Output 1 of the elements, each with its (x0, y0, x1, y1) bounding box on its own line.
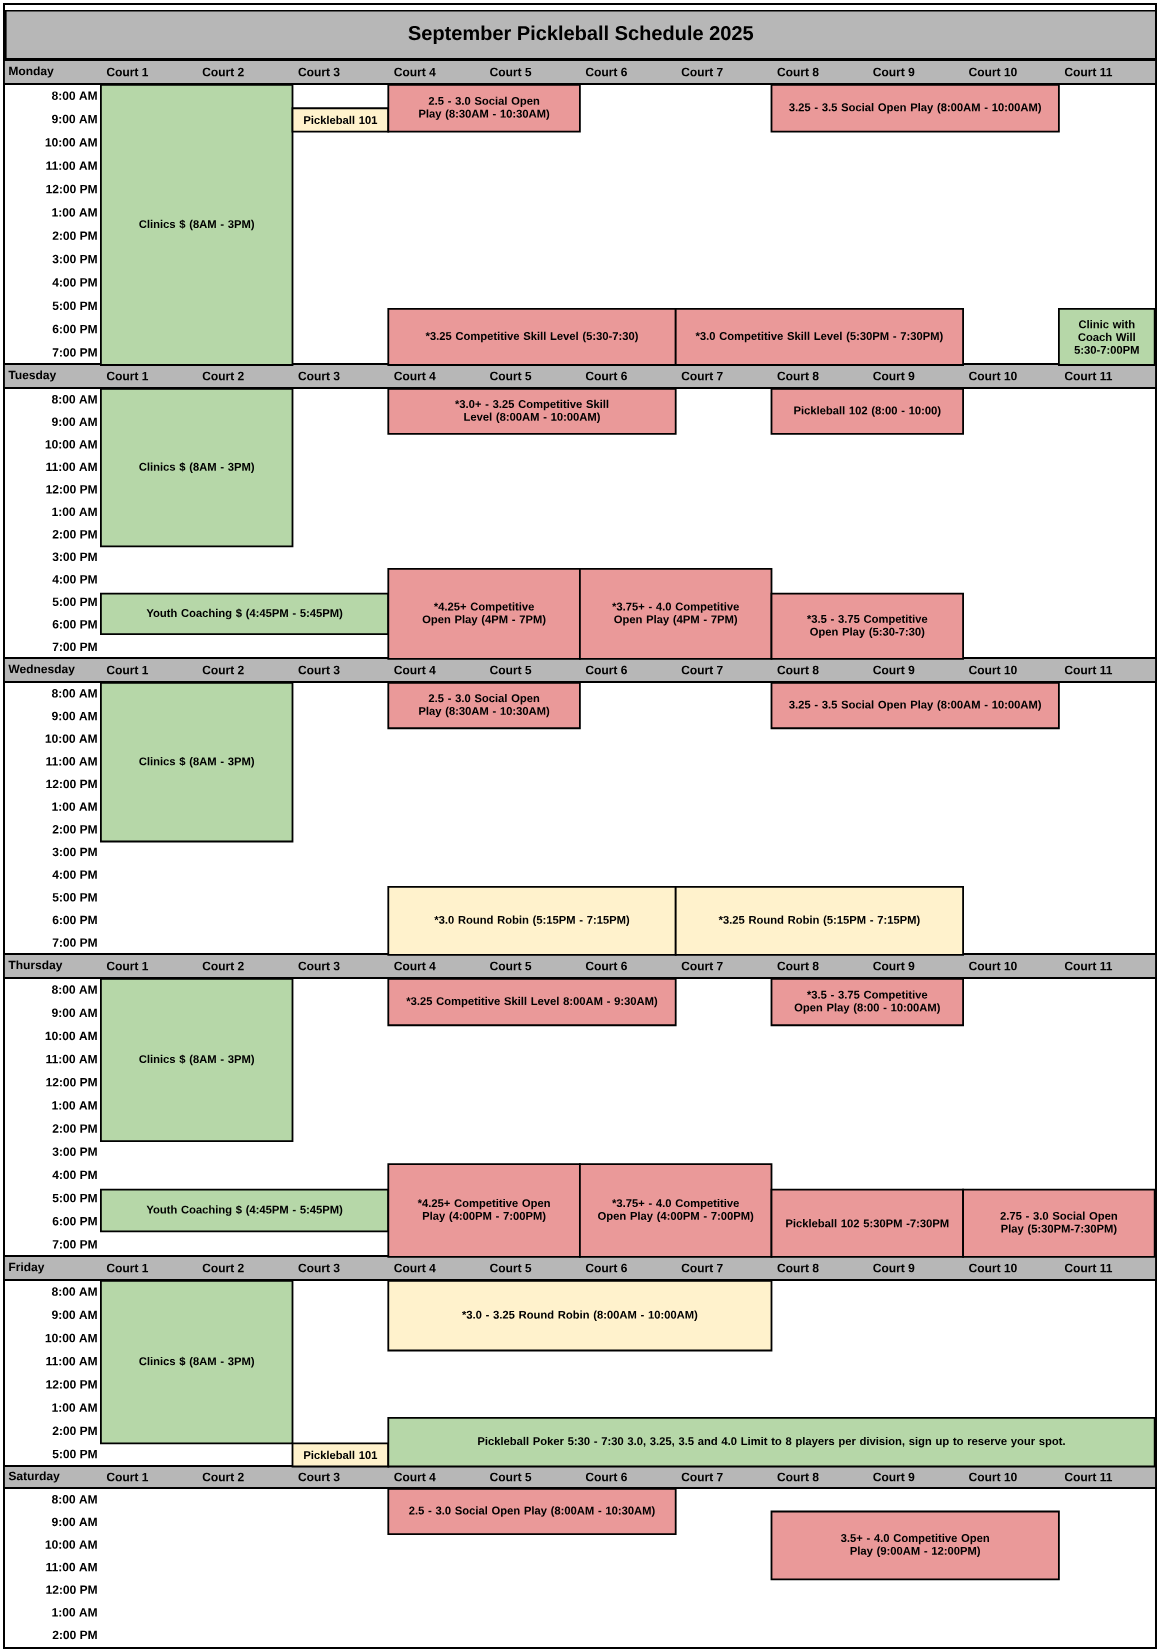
title: September Pickleball Schedule 2025 (5, 10, 1157, 60)
